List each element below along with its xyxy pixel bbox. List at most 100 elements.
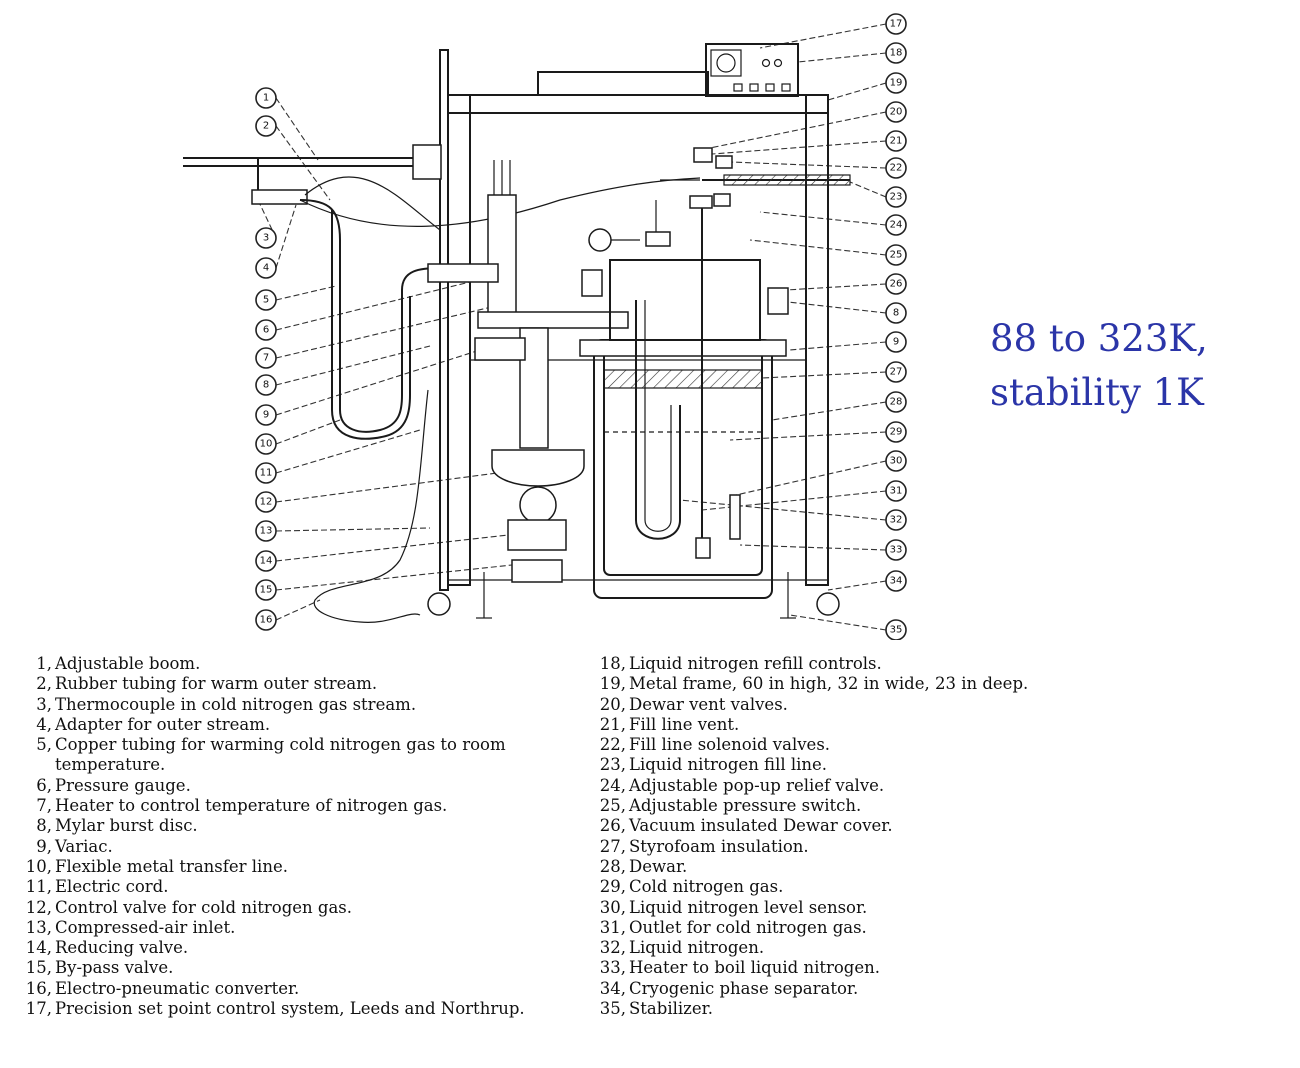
legend-item-text: Dewar. — [629, 856, 688, 876]
temperature-range-annotation: 88 to 323K, stability 1K — [990, 312, 1208, 420]
legend-item: 32,Liquid nitrogen. — [596, 938, 1066, 958]
legend-item: 20,Dewar vent valves. — [596, 695, 1066, 715]
callout-22: 22 — [885, 157, 907, 179]
legend-item-text: Precision set point control system, Leed… — [55, 999, 525, 1019]
legend-item-number: 20, — [599, 694, 626, 714]
legend-item: 2,Rubber tubing for warm outer stream. — [22, 674, 582, 694]
leader-line — [275, 275, 495, 331]
svg-text:31: 31 — [890, 486, 903, 497]
heater-column — [427, 160, 629, 449]
leader-line — [739, 544, 887, 551]
legend-item: 5,Copper tubing for warming cold nitroge… — [22, 735, 582, 776]
leader-line — [827, 580, 887, 591]
legend-item: 1,Adjustable boom. — [22, 654, 582, 674]
callout-32: 32 — [885, 509, 907, 531]
svg-text:26: 26 — [890, 279, 903, 290]
leader-line — [735, 460, 887, 496]
svg-text:35: 35 — [890, 625, 903, 636]
back-panel — [439, 49, 449, 591]
svg-text:5: 5 — [263, 295, 269, 306]
leader-line — [275, 429, 421, 474]
svg-text:9: 9 — [893, 337, 899, 348]
leader-line — [275, 419, 341, 445]
annotation-line-1: 88 to 323K, — [990, 317, 1208, 360]
legend-item-number: 8, — [36, 816, 52, 836]
svg-text:6: 6 — [263, 325, 269, 336]
legend-item: 17,Precision set point control system, L… — [22, 999, 582, 1019]
legend-item-number: 29, — [599, 877, 626, 897]
leader-line — [729, 431, 887, 441]
legend-item: 12,Control valve for cold nitrogen gas. — [22, 898, 582, 918]
svg-text:22: 22 — [890, 163, 903, 174]
callout-10: 10 — [255, 433, 277, 455]
svg-text:8: 8 — [263, 380, 269, 391]
legend-item-number: 25, — [599, 796, 626, 816]
leader-line — [275, 564, 513, 591]
legend-item-number: 21, — [599, 714, 626, 734]
legend-item-number: 3, — [36, 694, 52, 714]
leader-line — [275, 125, 331, 201]
fill-line — [645, 147, 851, 247]
callout-11: 11 — [255, 462, 277, 484]
legend-item-number: 15, — [25, 958, 52, 978]
leader-line — [797, 52, 887, 63]
legend-item-number: 26, — [599, 816, 626, 836]
leader-line — [785, 283, 887, 291]
callouts-left: 1 2 3 4 5 6 7 8 9 10 11 12 13 14 15 16 — [255, 87, 277, 631]
callout-24: 24 — [885, 214, 907, 236]
pressure-gauge — [588, 228, 640, 252]
legend-item-number: 23, — [599, 755, 626, 775]
callout-33: 33 — [885, 539, 907, 561]
leader-line — [275, 534, 509, 562]
leader-line — [789, 341, 887, 351]
callout-9: 9 — [255, 404, 277, 426]
legend-item-text: Metal frame, 60 in high, 32 in wide, 23 … — [629, 674, 1029, 694]
legend-item-text: Compressed-air inlet. — [55, 917, 236, 937]
legend-item: 34,Cryogenic phase separator. — [596, 979, 1066, 999]
legend-right: 18,Liquid nitrogen refill controls.19,Me… — [596, 654, 1066, 1019]
callout-6: 6 — [255, 319, 277, 341]
svg-text:23: 23 — [890, 192, 903, 203]
legend-item: 26,Vacuum insulated Dewar cover. — [596, 816, 1066, 836]
callout-19: 19 — [885, 72, 907, 94]
leader-line — [275, 527, 431, 532]
leader-line — [749, 239, 887, 256]
legend-item-number: 4, — [36, 714, 52, 734]
legend-item: 3,Thermocouple in cold nitrogen gas stre… — [22, 695, 582, 715]
legend-item: 25,Adjustable pressure switch. — [596, 796, 1066, 816]
legend-item-text: Copper tubing for warming cold nitrogen … — [55, 735, 506, 775]
callout-31: 31 — [885, 480, 907, 502]
converter-valve — [507, 486, 567, 583]
svg-text:33: 33 — [890, 545, 903, 556]
legend-item-text: Adjustable boom. — [55, 654, 201, 673]
legend-item-text: Stabilizer. — [629, 999, 713, 1019]
svg-text:10: 10 — [260, 439, 273, 450]
leader-line — [827, 82, 887, 101]
callout-21: 21 — [885, 130, 907, 152]
callout-20: 20 — [885, 101, 907, 123]
legend-item-text: Heater to boil liquid nitrogen. — [629, 958, 881, 978]
callout-35: 35 — [885, 619, 907, 640]
leader-line — [275, 599, 321, 621]
svg-text:8: 8 — [893, 308, 899, 319]
leader-line — [761, 371, 887, 379]
svg-text:34: 34 — [890, 576, 903, 587]
legend-item-number: 31, — [599, 917, 626, 937]
svg-text:20: 20 — [890, 107, 903, 118]
leader-line — [275, 285, 337, 301]
callout-34: 34 — [885, 570, 907, 592]
svg-text:13: 13 — [260, 526, 273, 537]
legend-item-text: Adjustable pressure switch. — [629, 796, 862, 816]
leader-line — [759, 211, 887, 226]
callout-8-right: 8 — [885, 302, 907, 324]
leader-line — [729, 161, 887, 169]
leader-line — [275, 349, 481, 416]
legend-item-text: Fill line vent. — [629, 714, 740, 734]
legend-item-number: 34, — [599, 978, 626, 998]
legend-item-number: 33, — [599, 958, 626, 978]
leader-line — [789, 614, 887, 631]
callout-18: 18 — [885, 42, 907, 64]
legend-item-text: Liquid nitrogen level sensor. — [629, 897, 868, 917]
legend-item-text: Cold nitrogen gas. — [629, 877, 784, 897]
legend-item: 30,Liquid nitrogen level sensor. — [596, 898, 1066, 918]
